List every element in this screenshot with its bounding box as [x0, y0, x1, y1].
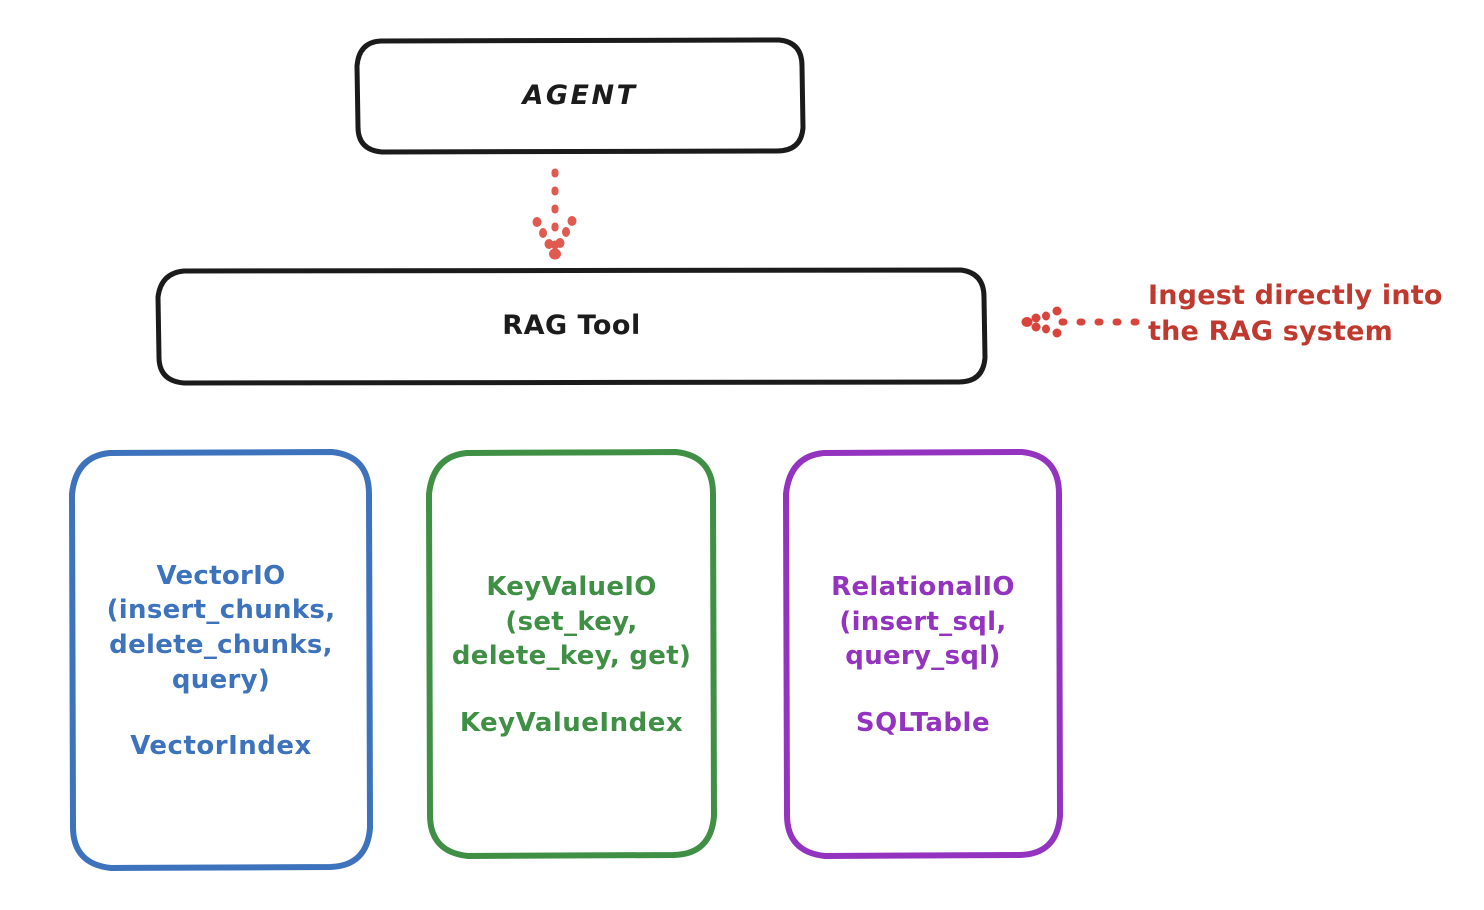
- arrow-ingest-to-rag-tool: [1021, 306, 1144, 338]
- vector-io-label: VectorIO (insert_chunks, delete_chunks, …: [106, 560, 336, 695]
- node-rag-tool[interactable]: RAG Tool: [155, 267, 988, 386]
- rag-tool-label: RAG Tool: [502, 310, 641, 342]
- vector-io-sub-label: VectorIndex: [130, 731, 312, 762]
- relational-io-label: RelationalIO (insert_sql, query_sql): [831, 572, 1015, 672]
- key-value-io-label: KeyValueIO (set_key, delete_key, get): [451, 572, 692, 672]
- node-relational-io[interactable]: RelationalIO (insert_sql, query_sql) SQL…: [783, 449, 1063, 859]
- node-vector-io[interactable]: VectorIO (insert_chunks, delete_chunks, …: [69, 449, 373, 871]
- node-agent[interactable]: AGENT: [354, 37, 806, 155]
- relational-io-sub-label: SQLTable: [855, 707, 991, 738]
- node-key-value-io[interactable]: KeyValueIO (set_key, delete_key, get) Ke…: [426, 449, 717, 859]
- arrow-agent-to-rag-tool: [532, 168, 577, 260]
- key-value-io-sub-label: KeyValueIndex: [459, 707, 684, 738]
- ingest-annotation-text: Ingest directly into the RAG system: [1148, 280, 1443, 348]
- agent-label: AGENT: [522, 79, 638, 111]
